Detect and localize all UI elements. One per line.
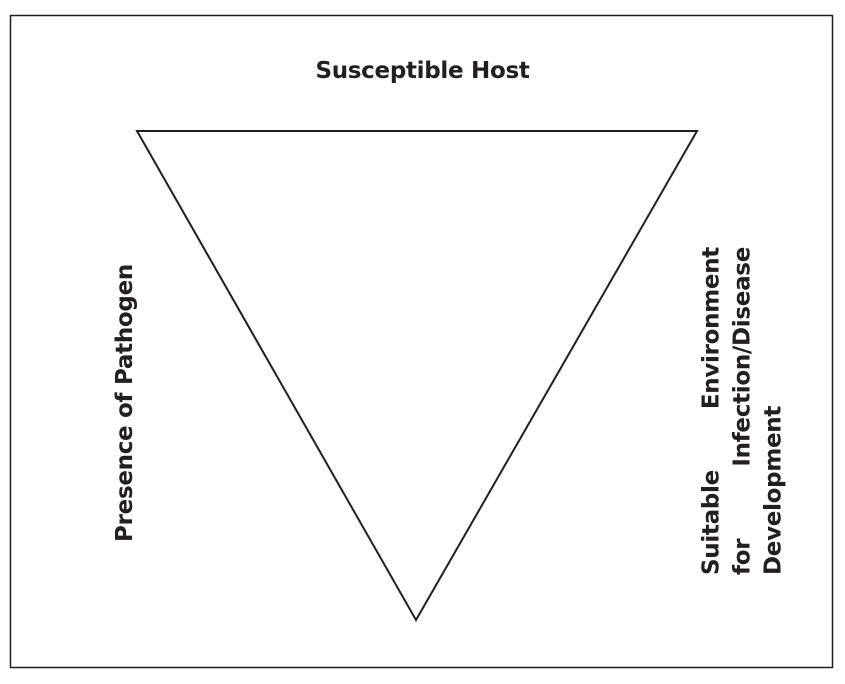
susceptible-host-label: Susceptible Host bbox=[315, 58, 530, 84]
suitable-environment-label: Suitable Environment for Infection/Disea… bbox=[697, 247, 790, 575]
disease-triangle bbox=[135, 130, 699, 623]
environment-line-2: for Infection/Disease bbox=[729, 247, 756, 575]
outer-border bbox=[9, 14, 834, 669]
presence-of-pathogen-label: Presence of Pathogen bbox=[112, 264, 138, 542]
environment-line-3: Development bbox=[760, 405, 787, 575]
environment-line-1: Suitable Environment bbox=[698, 247, 725, 575]
